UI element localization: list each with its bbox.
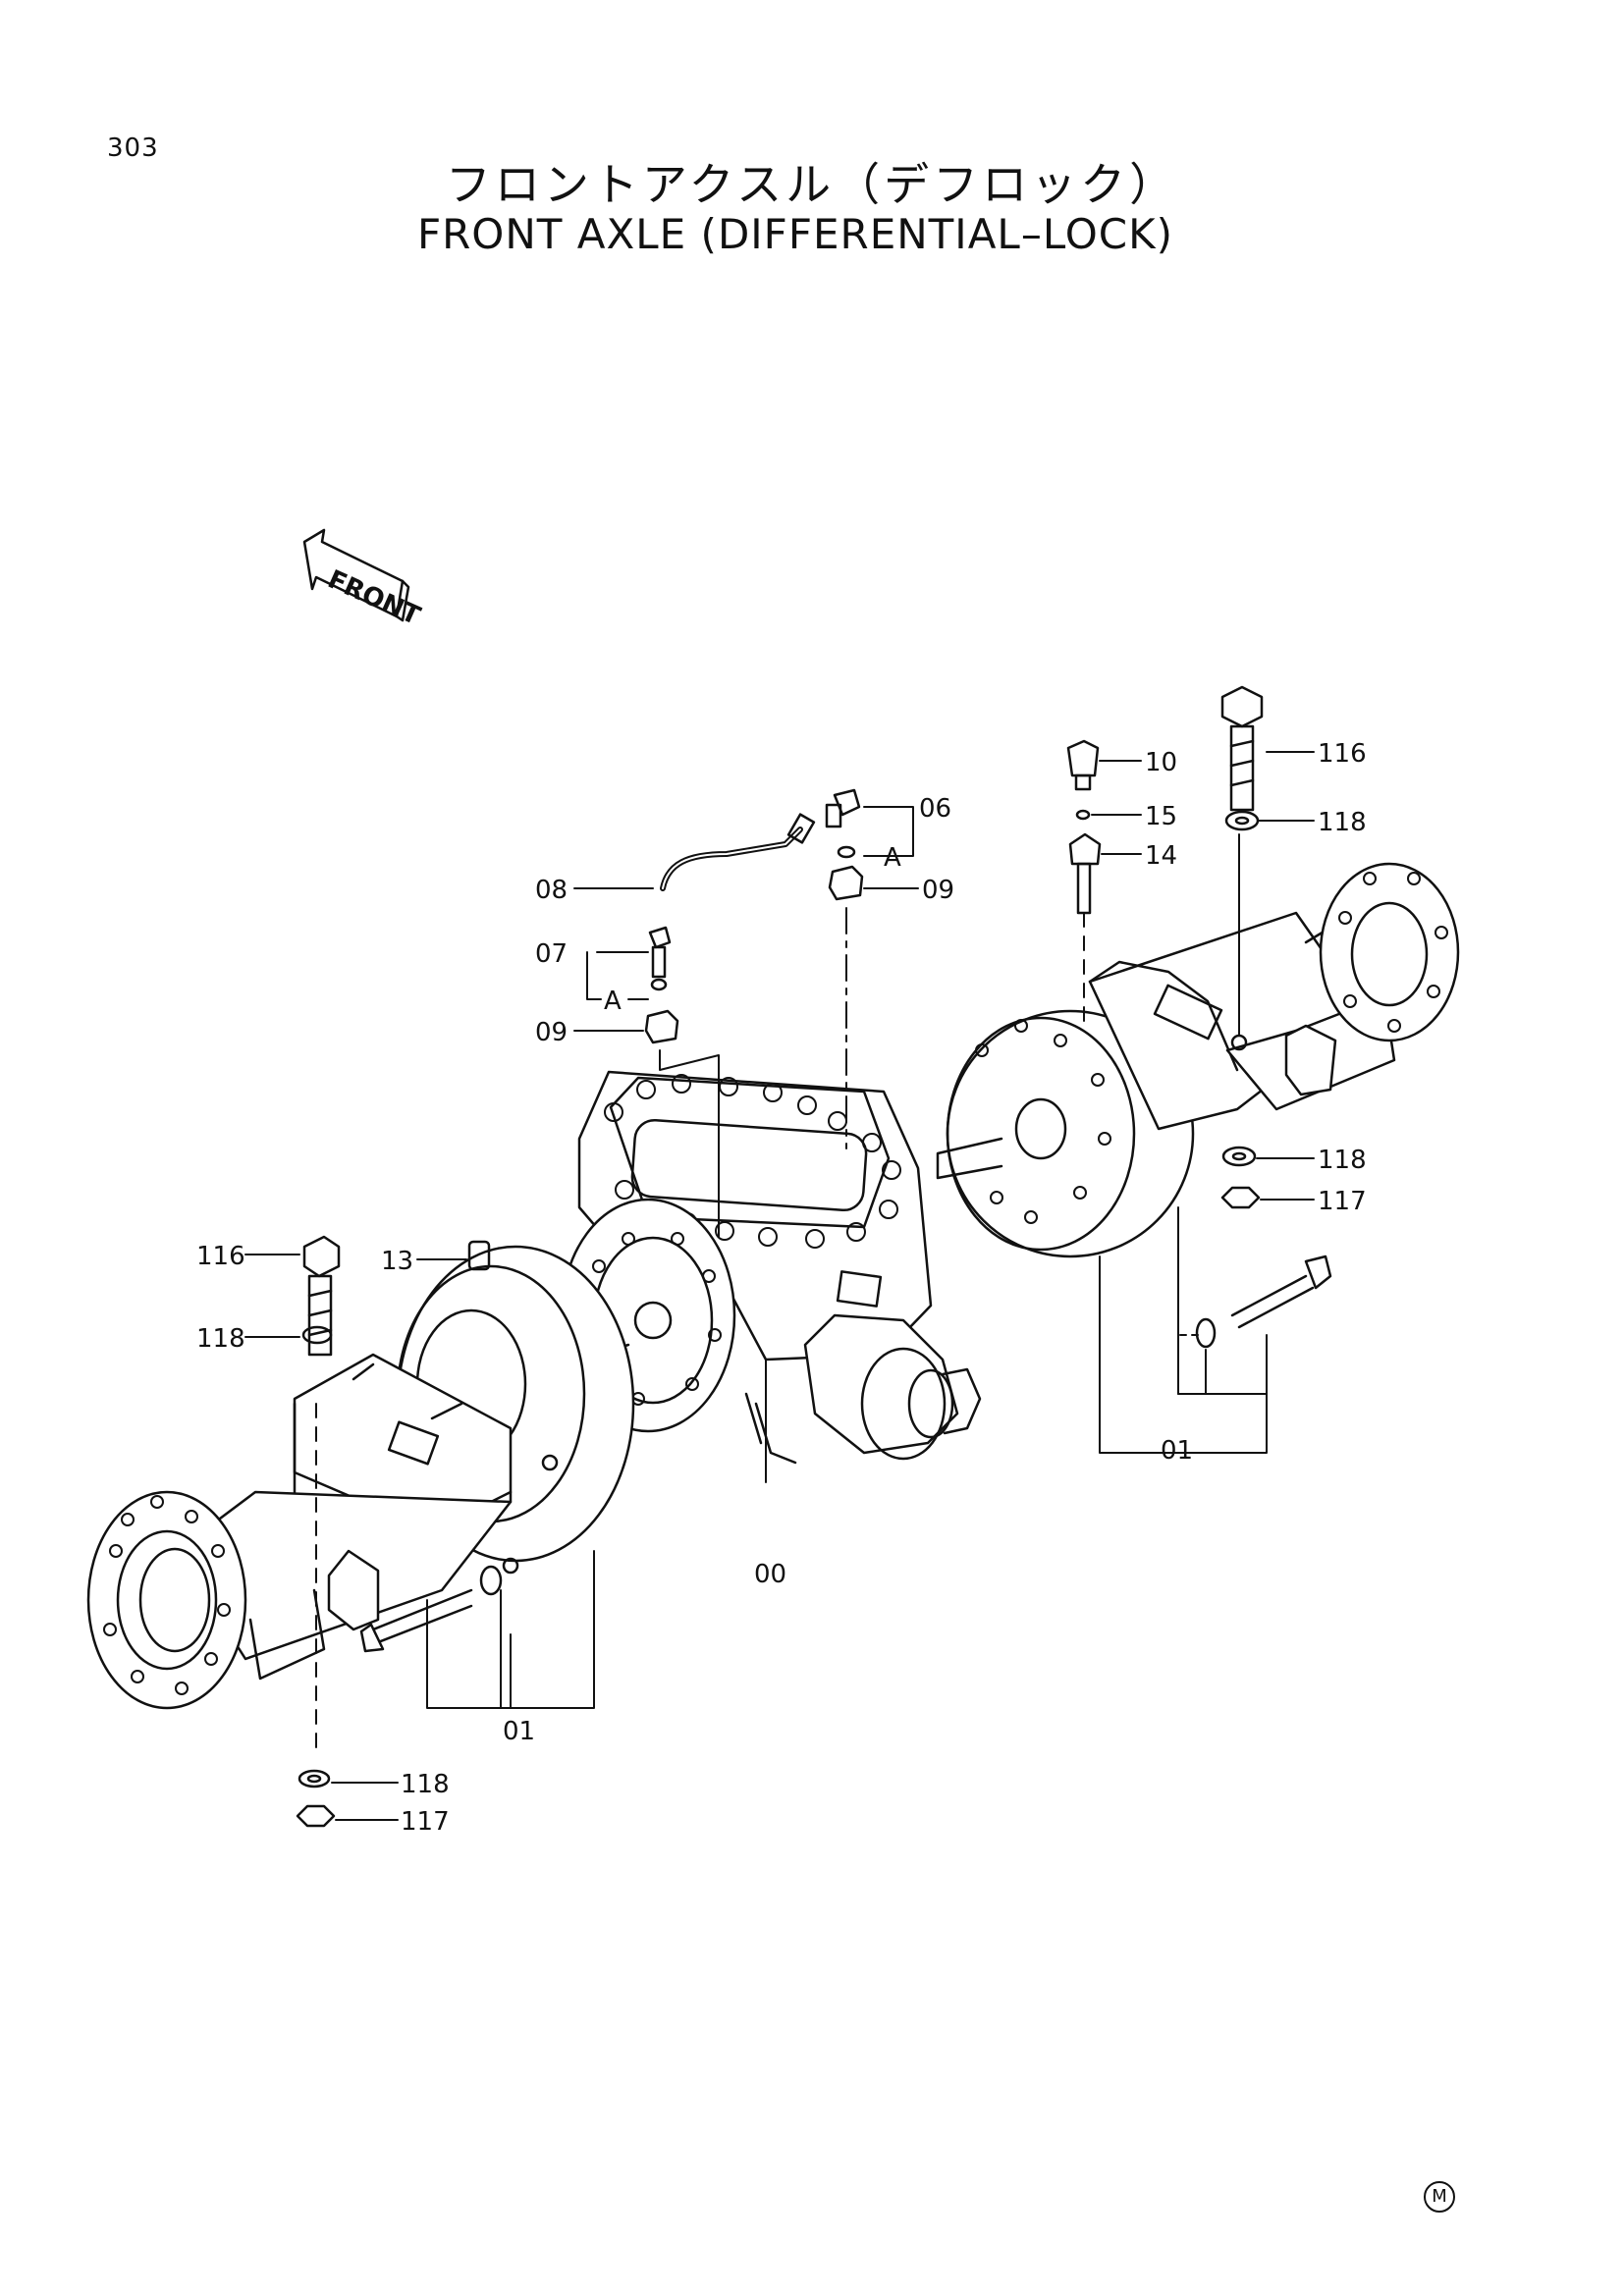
differential-housing [560, 1070, 982, 1483]
brake-pipe-assembly [644, 788, 864, 1238]
callout-118-right-bottom: 118 [1318, 1146, 1367, 1175]
left-axle-housing [86, 1245, 635, 1710]
callout-01-right: 01 [1161, 1436, 1193, 1466]
title-japanese: フロントアクスル（デフロック） [445, 158, 1179, 211]
front-arrow-icon [302, 528, 410, 622]
callout-00: 00 [754, 1560, 786, 1589]
title-english: FRONT AXLE (DIFFERENTIAL–LOCK) [416, 210, 1174, 258]
right-axle-housing [936, 862, 1460, 1258]
callout-117-left: 117 [401, 1807, 450, 1837]
right-fasteners [1066, 685, 1332, 1349]
callout-116-left: 116 [196, 1242, 245, 1271]
callout-118-right-top: 118 [1318, 808, 1367, 837]
callout-13: 13 [381, 1247, 413, 1276]
callout-15: 15 [1145, 802, 1177, 831]
callout-118-left-top: 118 [196, 1324, 245, 1354]
callout-07: 07 [535, 939, 568, 969]
page-number: 303 [107, 133, 159, 163]
callout-A-left: A [604, 987, 622, 1016]
copyright-mark-icon: M [1424, 2181, 1455, 2213]
callout-118-left-bottom: 118 [401, 1770, 450, 1799]
callout-01-left: 01 [503, 1717, 535, 1746]
callout-116-right: 116 [1318, 739, 1367, 769]
left-fasteners [296, 1235, 503, 1828]
callout-09-left: 09 [535, 1018, 568, 1047]
callout-14: 14 [1145, 841, 1177, 871]
callout-09-right: 09 [922, 876, 954, 905]
leader-lines [244, 751, 1315, 1821]
callout-06: 06 [919, 794, 951, 824]
callout-117-right: 117 [1318, 1187, 1367, 1216]
callout-A-right: A [884, 843, 901, 873]
callout-08: 08 [535, 876, 568, 905]
callout-10: 10 [1145, 748, 1177, 777]
